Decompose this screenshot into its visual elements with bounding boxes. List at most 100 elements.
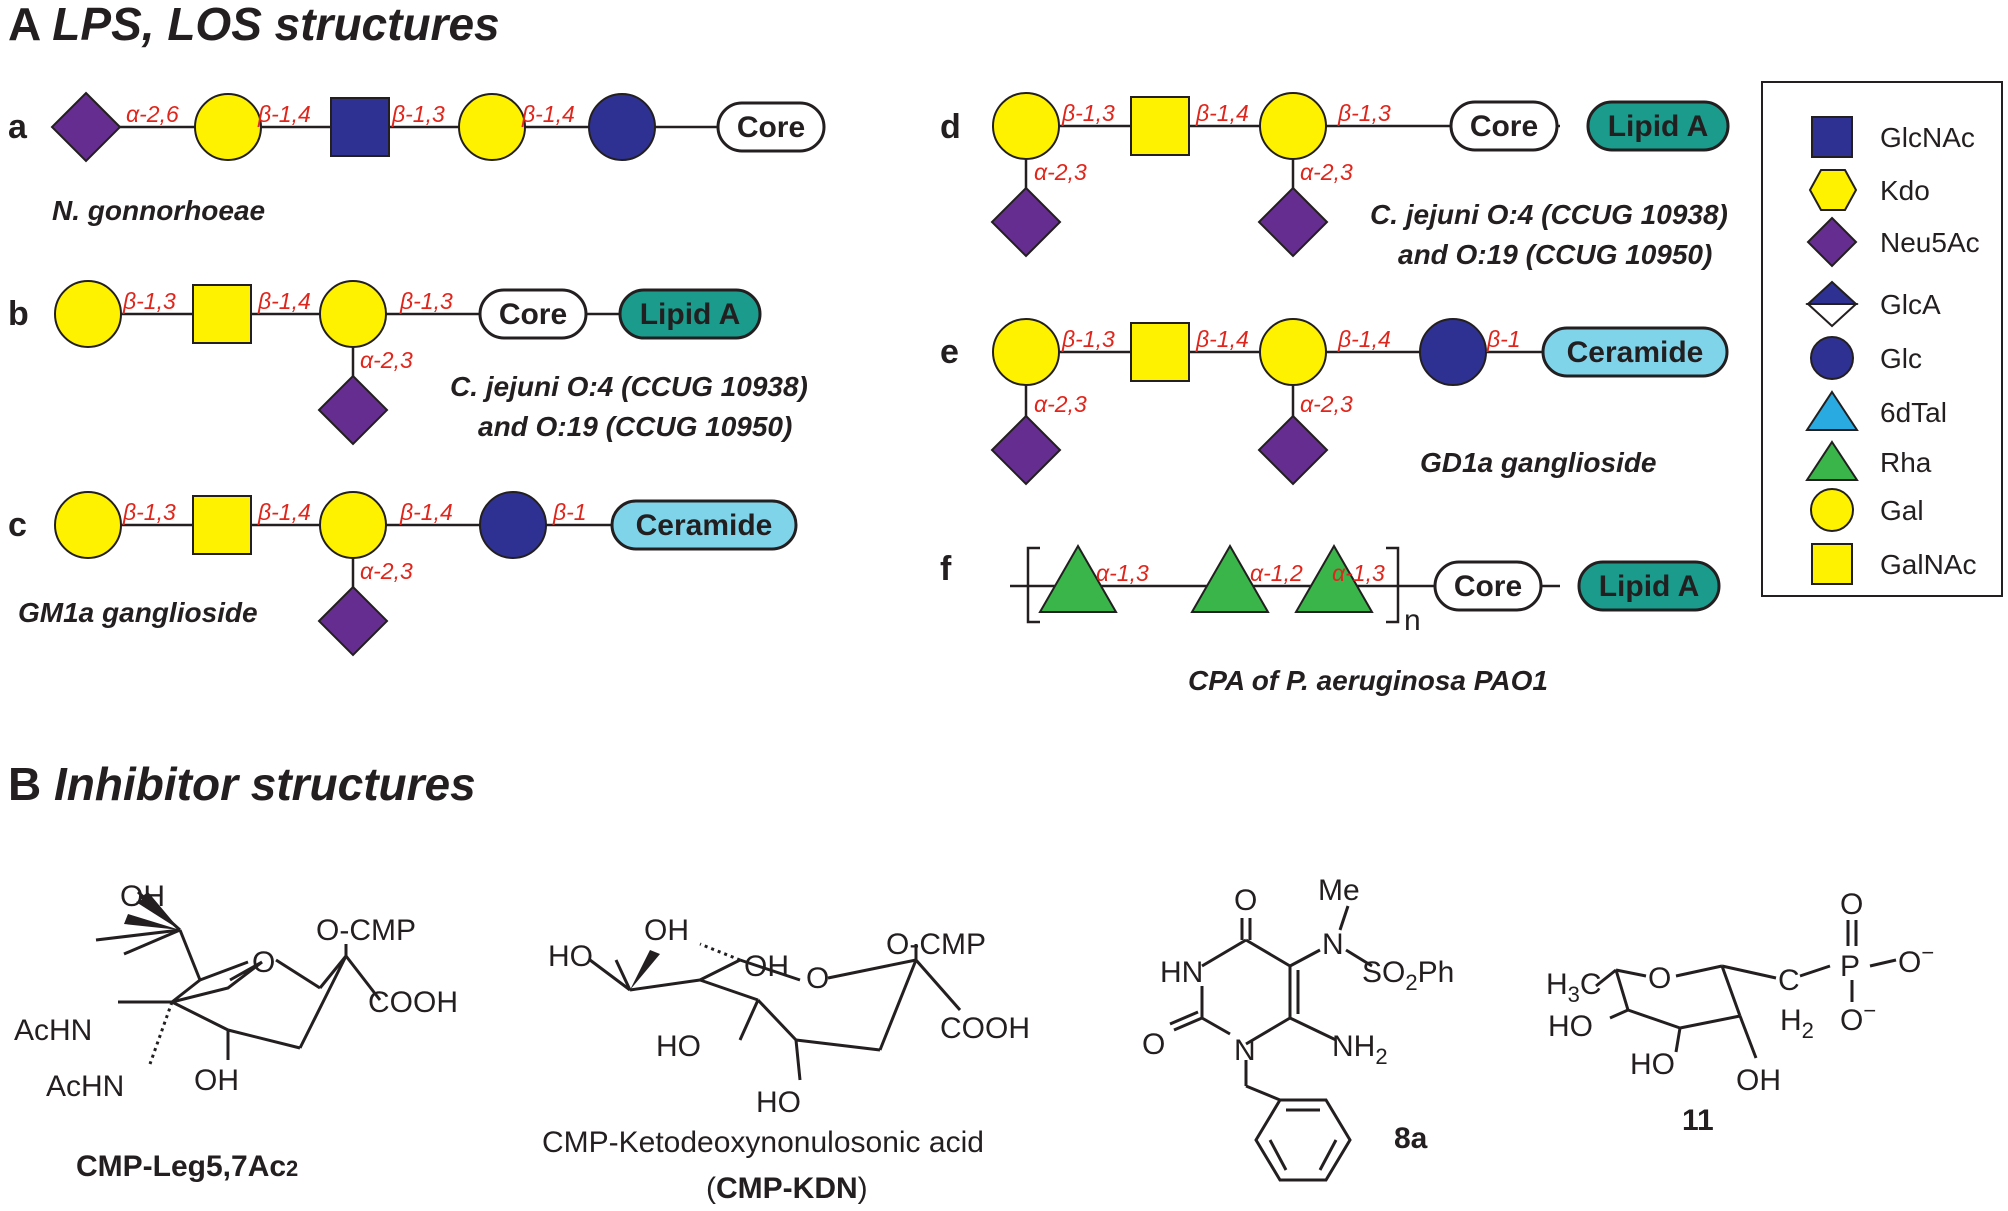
linkage-label: β-1,4 [1195, 100, 1249, 126]
legend-label: GalNAc [1880, 549, 1976, 580]
linkage-label: β-1 [1486, 326, 1521, 352]
linkage-label: α-2,3 [1300, 159, 1353, 185]
gal-circle-icon [319, 280, 387, 348]
structure-cmp-leg: OH O-CMP O COOH AcHN AcHN OH CMP-Leg5,7A… [14, 880, 458, 1183]
linkage-label: α-2,6 [126, 101, 179, 127]
linkage-label: β-1,3 [1061, 100, 1115, 126]
core-pill [1433, 560, 1543, 612]
neu5ac-diamond-icon [990, 414, 1062, 486]
legend-label: Glc [1880, 343, 1922, 374]
ring-oxygen-label: O [806, 962, 829, 995]
core-pill [716, 101, 826, 153]
amine-label: NH2 [1332, 1030, 1388, 1069]
compound-name-kdn-line1: CMP-Ketodeoxynonulosonic acid [542, 1126, 984, 1159]
benzene-ring [1254, 1098, 1352, 1182]
neu5ac-diamond-icon [1806, 216, 1858, 268]
compound-name-kdn-line2: (CMP-KDN) [706, 1172, 868, 1205]
linkage-label: β-1 [552, 499, 587, 525]
legend-label: 6dTal [1880, 397, 1947, 428]
lipid-a-label: Lipid A [1599, 570, 1700, 603]
core-label: Core [1470, 110, 1538, 143]
ocmp-label: O-CMP [886, 928, 986, 961]
linkage-label: α-2,3 [1034, 159, 1087, 185]
core-label: Core [737, 111, 805, 144]
nh-label: HN [1160, 956, 1203, 989]
legend-label: Rha [1880, 447, 1932, 478]
kdo-hexagon-icon [1808, 169, 1858, 211]
linkage-label: β-1,4 [521, 101, 575, 127]
rha-triangle-icon [1805, 440, 1859, 481]
compound-name-11: 11 [1682, 1104, 1714, 1137]
linkage-label: α-1,2 [1250, 560, 1303, 586]
caption-d-line1: C. jejuni O:4 (CCUG 10938) [1370, 199, 1728, 230]
gal-circle-icon [458, 93, 526, 161]
section-b-title: B Inhibitor structures [8, 758, 476, 810]
caption-b-line1: C. jejuni O:4 (CCUG 10938) [450, 371, 808, 402]
6dtal-triangle-icon [1805, 390, 1859, 431]
galnac-square-icon [1130, 96, 1190, 156]
row-label-e: e [940, 333, 959, 371]
nitrogen-label: N [1322, 928, 1344, 961]
linkage-label: β-1,3 [399, 288, 453, 314]
neu5ac-diamond-icon [990, 186, 1062, 258]
section-a-title: A LPS, LOS structures [8, 0, 500, 50]
achn-label: AcHN [46, 1070, 124, 1103]
gal-circle-icon [194, 93, 262, 161]
methyl-label: Me [1318, 874, 1360, 907]
glc-circle-icon [588, 93, 656, 161]
nitrogen-label: N [1234, 1034, 1256, 1067]
caption-e: GD1a ganglioside [1420, 447, 1657, 478]
linkage-label: β-1,4 [1195, 326, 1249, 352]
lipid-a-label: Lipid A [1608, 110, 1709, 143]
ceramide-pill [610, 499, 798, 551]
oh-label: OH [644, 914, 689, 947]
repeat-subscript: n [1404, 604, 1421, 637]
row-b: b Core Lipid A β-1,3 β-1,4 β-1,3 α-2,3 C… [8, 280, 808, 446]
compound-name-leg: CMP-Leg5,7Ac2 [76, 1150, 298, 1183]
cooh-label: COOH [368, 986, 458, 1019]
gal-circle-icon [992, 92, 1060, 160]
ceramide-label: Ceramide [636, 509, 773, 542]
lipid-a-pill [618, 288, 762, 340]
linkage-label: β-1,4 [257, 101, 311, 127]
neu5ac-diamond-icon [1257, 414, 1329, 486]
phosphorus-label: P [1840, 950, 1860, 983]
lipid-a-pill [1577, 560, 1721, 612]
caption-f: CPA of P. aeruginosa PAO1 [1188, 665, 1548, 696]
wedge-bond [124, 914, 180, 930]
row-f: f n Core Lipid A α-1,3 α-1,2 α-1,3 CPA o… [940, 543, 1721, 696]
oh-label: OH [1736, 1064, 1781, 1097]
linkage-label: α-2,3 [360, 558, 413, 584]
oh-label: OH [744, 950, 789, 983]
linkage-label: β-1,3 [1337, 100, 1391, 126]
gal-circle-icon [1810, 488, 1854, 532]
carbonyl-o-label: O [1142, 1028, 1165, 1061]
glca-half-diamond-icon-lower [1805, 303, 1859, 328]
structure-cmp-kdn: HO OH OH O O-CMP COOH HO HO CMP-Ketodeox… [542, 914, 1030, 1205]
rha-triangle-icon [1038, 543, 1118, 613]
row-label-b: b [8, 295, 29, 333]
caption-d-line2: and O:19 (CCUG 10950) [1398, 239, 1712, 270]
carbonyl-o-label: O [1234, 884, 1257, 917]
core-label: Core [499, 298, 567, 331]
legend-label: Neu5Ac [1880, 227, 1980, 258]
oh-label: OH [194, 1064, 239, 1097]
neu5ac-diamond-icon [50, 91, 122, 163]
methylene-h2-label: H2 [1780, 1004, 1814, 1043]
linkage-label: β-1,3 [122, 499, 176, 525]
linkage-label: α-2,3 [1034, 391, 1087, 417]
linkage-label: β-1,4 [257, 288, 311, 314]
cooh-label: COOH [940, 1012, 1030, 1045]
neu5ac-diamond-icon [317, 374, 389, 446]
phosphonate-o-label: O− [1840, 998, 1876, 1037]
linkage-label: α-1,3 [1096, 560, 1149, 586]
wedge-bond [630, 950, 660, 990]
core-label: Core [1454, 570, 1522, 603]
row-a: a Core α-2,6 β-1,4 β-1,3 β-1,4 N. gonnor… [8, 91, 826, 226]
ceramide-pill [1541, 326, 1729, 378]
gal-circle-icon [319, 491, 387, 559]
linkage-label: β-1,4 [1337, 326, 1391, 352]
ho-label: HO [1630, 1048, 1675, 1081]
legend-label: GlcA [1880, 289, 1941, 320]
